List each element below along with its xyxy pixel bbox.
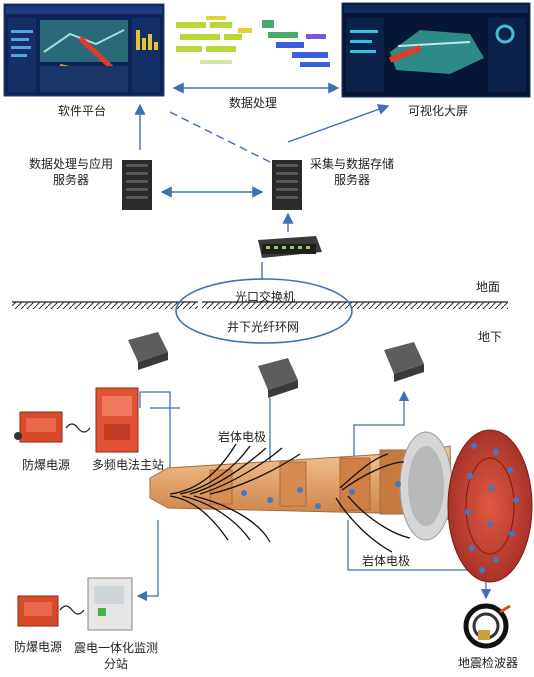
- geophone-icon: [463, 603, 511, 649]
- power-supply-1-icon: [14, 411, 63, 443]
- power-supply-2-icon: [17, 595, 59, 627]
- label-data-processing: 数据处理: [228, 96, 277, 110]
- label-power-supply-1: 防爆电源: [22, 458, 71, 472]
- label-multi-freq-host: 多频电法主站: [92, 458, 165, 472]
- label-software-platform: 软件平台: [57, 104, 106, 118]
- label-ground: 地面: [476, 280, 501, 294]
- multi-freq-host-icon: [95, 387, 139, 453]
- app-server-icon: [122, 160, 152, 210]
- storage-server-icon: [272, 160, 302, 210]
- label-visual-screen: 可视化大屏: [407, 104, 468, 118]
- label-underground: 地下: [478, 330, 503, 344]
- label-storage-server: 采集与数据存储 服务器: [309, 157, 394, 187]
- label-geophone: 地震检波器: [458, 656, 519, 670]
- label-fiber-ring: 井下光纤环网: [226, 320, 299, 334]
- junction-box-middle-icon: [258, 358, 298, 398]
- label-power-supply-2: 防爆电源: [14, 640, 63, 654]
- label-rock-electrode-1: 岩体电极: [218, 430, 267, 444]
- ground-surface: [12, 301, 508, 309]
- label-optical-switch: 光口交换机: [234, 290, 295, 304]
- tbm-machine: [149, 431, 453, 541]
- electrode-wires: [169, 443, 411, 553]
- label-seismic-substation: 震电一体化监测 分站: [73, 641, 158, 671]
- junction-box-right-icon: [384, 342, 424, 382]
- network-switch-icon: [258, 236, 322, 258]
- seismic-substation-icon: [87, 577, 133, 631]
- cutterhead: [447, 429, 533, 583]
- data-processing-graphic: [176, 16, 330, 67]
- junction-box-left-icon: [128, 332, 168, 370]
- label-app-server: 数据处理与应用 服务器: [28, 157, 113, 187]
- fiber-ring-ellipse: [175, 278, 353, 344]
- software-platform-screen: [3, 3, 165, 97]
- label-rock-electrode-2: 岩体电极: [362, 554, 411, 568]
- visualization-screen: [341, 2, 531, 98]
